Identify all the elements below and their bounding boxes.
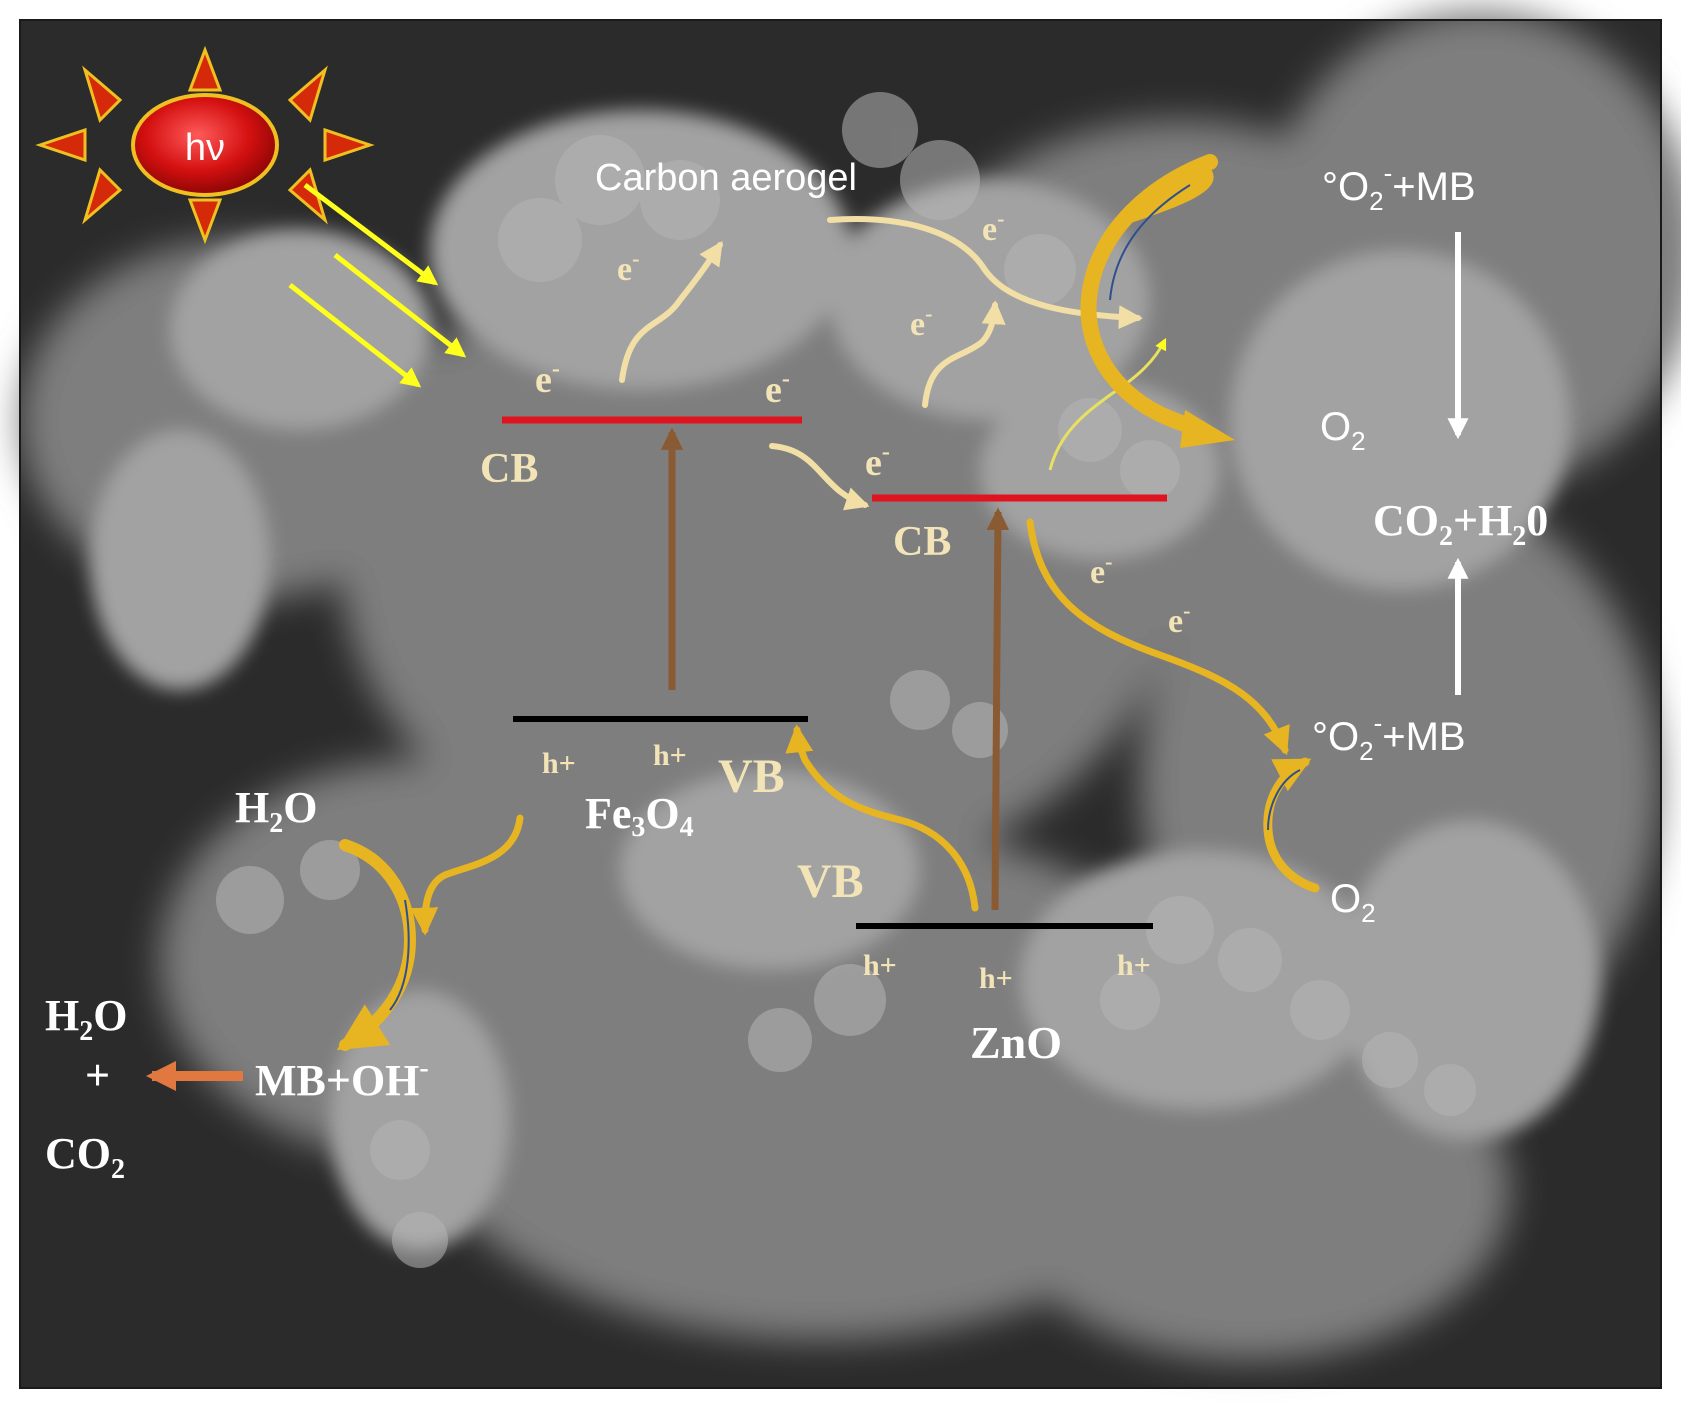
electron-arrow <box>827 216 1143 330</box>
electron-label: e- <box>1168 598 1190 640</box>
hole-label: h+ <box>1117 949 1151 982</box>
hole-label: h+ <box>979 962 1013 995</box>
electron-label: e- <box>617 246 639 288</box>
fe3o4-vb-label: VB <box>718 750 785 803</box>
hole-label: h+ <box>653 739 687 772</box>
electron-transfer-arrows <box>619 216 1143 511</box>
hole-transfer-arrow <box>785 724 979 912</box>
o2-label-top: O2 <box>1320 405 1366 456</box>
h2o-label-bottom: H2O <box>45 991 127 1047</box>
sunlight-arrow <box>333 253 467 358</box>
excitation-arrows <box>660 427 1010 911</box>
electron-label: e- <box>765 366 790 411</box>
co2-label-bottom: CO2 <box>45 1129 125 1185</box>
zno-label: ZnO <box>970 1017 1062 1068</box>
o2-label-bottom: O2 <box>1330 877 1376 928</box>
hole-label: h+ <box>542 747 576 780</box>
hole-to-h2o-arrow <box>410 814 524 936</box>
h2o-label-top: H2O <box>235 783 317 839</box>
electron-label: e- <box>982 206 1004 248</box>
sunlight-arrow <box>303 183 439 286</box>
thin-electron-arrow <box>1048 337 1167 471</box>
carbon-aerogel-label: Carbon aerogel <box>595 157 857 199</box>
mb-oh-label: MB+OH- <box>255 1053 429 1105</box>
electron-arrow <box>769 443 870 511</box>
sunlight-arrow <box>288 283 422 388</box>
hole-labels: h+ h+ h+ h+ h+ <box>542 739 1151 995</box>
fe3o4-label: Fe3O4 <box>585 789 694 843</box>
h2o-oxidation <box>336 839 417 1051</box>
electron-label: e- <box>910 301 932 343</box>
sun-label: hν <box>185 127 225 169</box>
o2-reduction-bottom <box>1263 757 1320 893</box>
fe3o4-cb-label: CB <box>480 446 538 492</box>
superoxide-mb-label-bottom: °O2-+MB <box>1312 708 1466 766</box>
hole-label: h+ <box>863 949 897 982</box>
h2o-oxidation-arc <box>336 839 417 1051</box>
electron-label: e- <box>1090 549 1112 591</box>
gold-transfer-arrows <box>410 518 1290 936</box>
electron-to-o2-arrow <box>1026 518 1290 756</box>
co2-h2o-label: CO2+H20 <box>1373 496 1548 552</box>
zno-vb-label: VB <box>797 855 864 908</box>
sun-icon: hν <box>35 45 375 245</box>
electron-arrow <box>619 241 723 383</box>
electron-labels: e- e- e- e- e- e- e- e- <box>535 206 1190 640</box>
superoxide-mb-label-top: °O2-+MB <box>1322 158 1476 216</box>
electron-arrow <box>922 300 1006 408</box>
zno-excitation-arrow <box>986 507 1010 911</box>
sunlight-arrows <box>288 183 467 388</box>
sem-micrograph-background <box>19 10 1681 1389</box>
plus-sign: + <box>85 1051 110 1100</box>
band-lines <box>502 416 1167 929</box>
o2-reduction-top <box>1080 154 1235 448</box>
zno-cb-label: CB <box>893 519 951 565</box>
electron-label: e- <box>865 439 890 484</box>
electron-label: e- <box>535 356 560 401</box>
